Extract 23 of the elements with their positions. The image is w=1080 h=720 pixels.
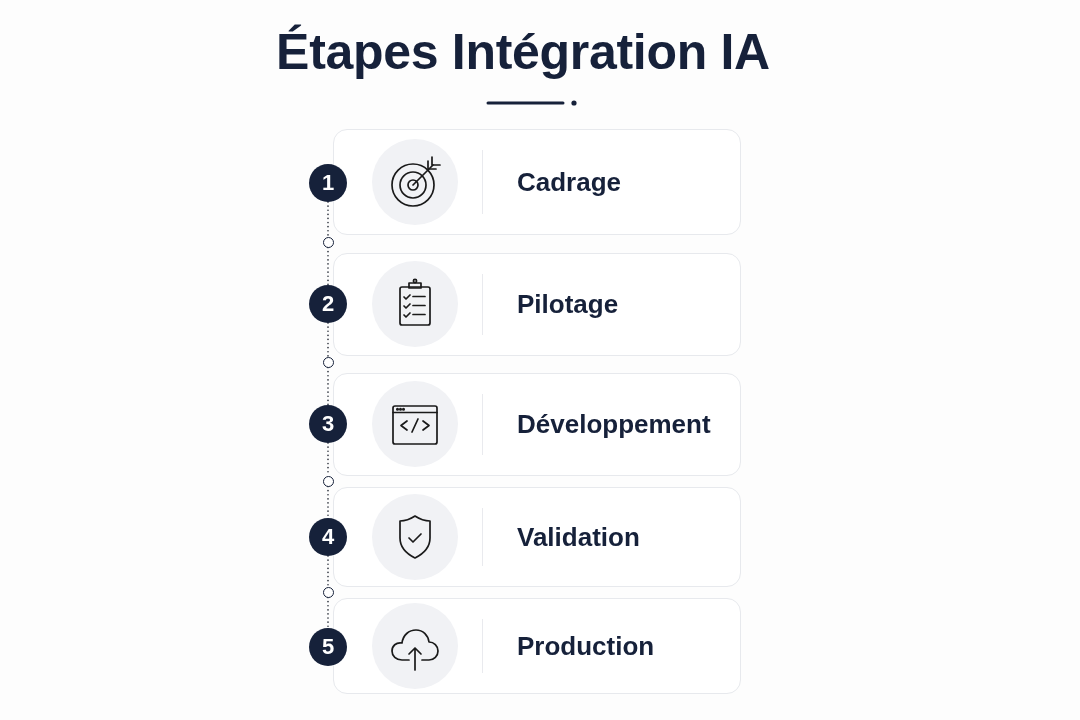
timeline-ring	[322, 586, 334, 598]
step-number-badge: 2	[309, 285, 347, 323]
dotted-connector	[327, 201, 329, 238]
step-card	[333, 487, 741, 587]
timeline-ring	[322, 356, 334, 368]
step-title: Production	[517, 629, 655, 662]
step-title: Cadrage	[517, 165, 622, 198]
step-number-badge: 3	[309, 405, 347, 443]
step-card	[333, 129, 741, 235]
step-card	[333, 598, 741, 694]
diagram-title: Étapes Intégration IA	[275, 23, 771, 82]
timeline-ring	[322, 475, 334, 487]
step-number-badge: 5	[309, 628, 347, 666]
dotted-connector	[327, 322, 329, 358]
step-title: Validation	[517, 520, 640, 553]
step-number-badge: 1	[309, 164, 347, 202]
step-number-badge: 4	[309, 518, 347, 556]
timeline-ring	[322, 236, 334, 248]
step-title: Développement	[517, 408, 711, 440]
step-title: Pilotage	[517, 288, 619, 320]
step-card	[333, 373, 741, 476]
step-card	[333, 253, 741, 356]
dotted-connector	[327, 555, 329, 588]
